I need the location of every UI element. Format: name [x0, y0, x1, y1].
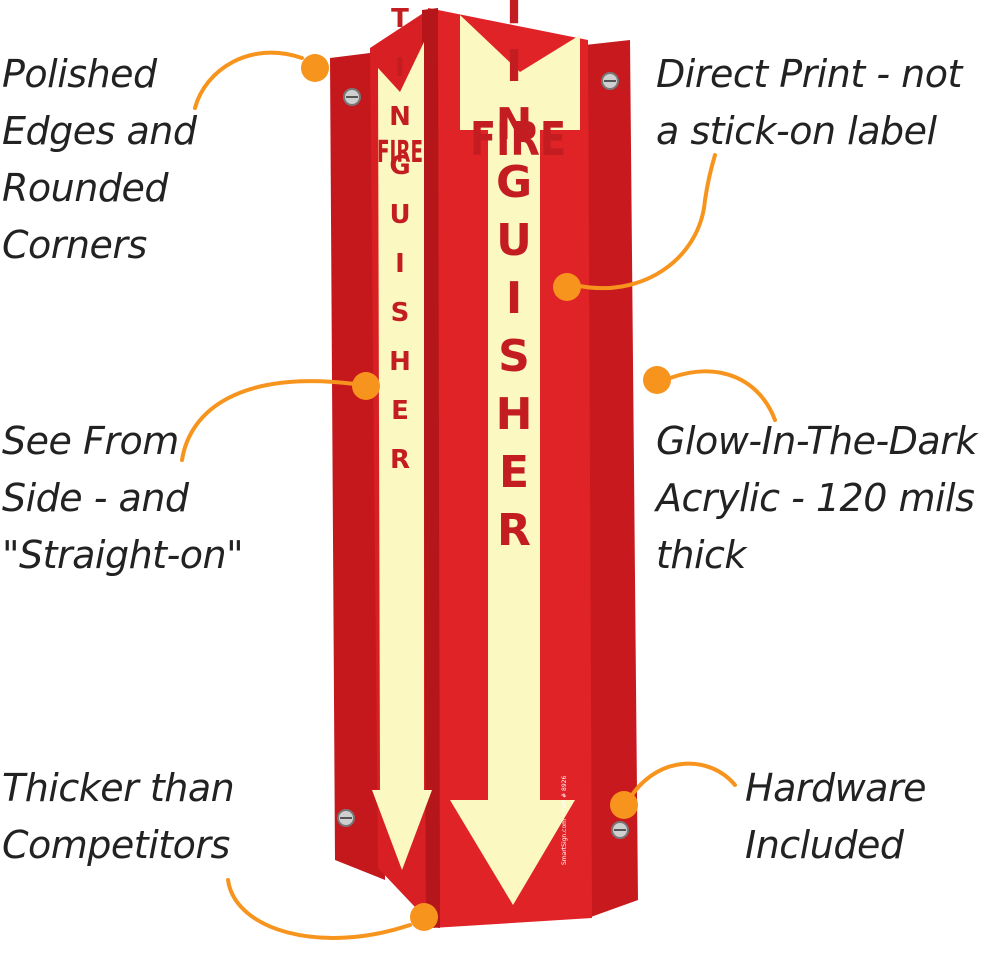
sign-fine-print: SmartSign.com • Part # 8926 [561, 776, 568, 865]
leader-polished [193, 50, 304, 110]
dot-polished [301, 54, 329, 82]
dot-direct-print [553, 273, 581, 301]
sign-word-extinguisher-right: EXTINGUISHER [489, 0, 540, 563]
screw-top-right [601, 72, 619, 90]
left-flange [330, 52, 385, 880]
screw-top-left [343, 88, 361, 106]
callout-see-from-side: See From Side - and "Straight-on" [2, 419, 244, 577]
front-edge [422, 8, 440, 928]
left-arrow [372, 42, 432, 870]
dot-thicker [410, 903, 438, 931]
sign-word-fire-left: FIRE [377, 135, 423, 170]
callout-glow-acrylic: Glow-In-The-Dark Acrylic - 120 mils thic… [656, 419, 977, 577]
leader-hardware [630, 761, 737, 797]
dot-see-from-side [352, 372, 380, 400]
right-flange [585, 40, 638, 918]
screw-bottom-left [337, 809, 355, 827]
screw-bottom-right [611, 821, 629, 839]
callout-thicker: Thicker than Competitors [2, 766, 235, 867]
dot-hardware [610, 791, 638, 819]
dot-glow [643, 366, 671, 394]
leader-see-from-side [180, 379, 357, 462]
right-arrow [450, 15, 580, 905]
leader-direct-print [573, 153, 717, 291]
sign-word-extinguisher-left: EXTINGUISHER [385, 0, 415, 494]
sign-word-fire-right: FIRE [470, 112, 566, 166]
callout-polished-edges: Polished Edges and Rounded Corners [2, 52, 197, 267]
leader-glow [668, 369, 777, 422]
callout-direct-print: Direct Print - not a stick-on label [656, 52, 962, 153]
callout-hardware: Hardware Included [745, 766, 926, 867]
leader-thicker [226, 878, 412, 940]
